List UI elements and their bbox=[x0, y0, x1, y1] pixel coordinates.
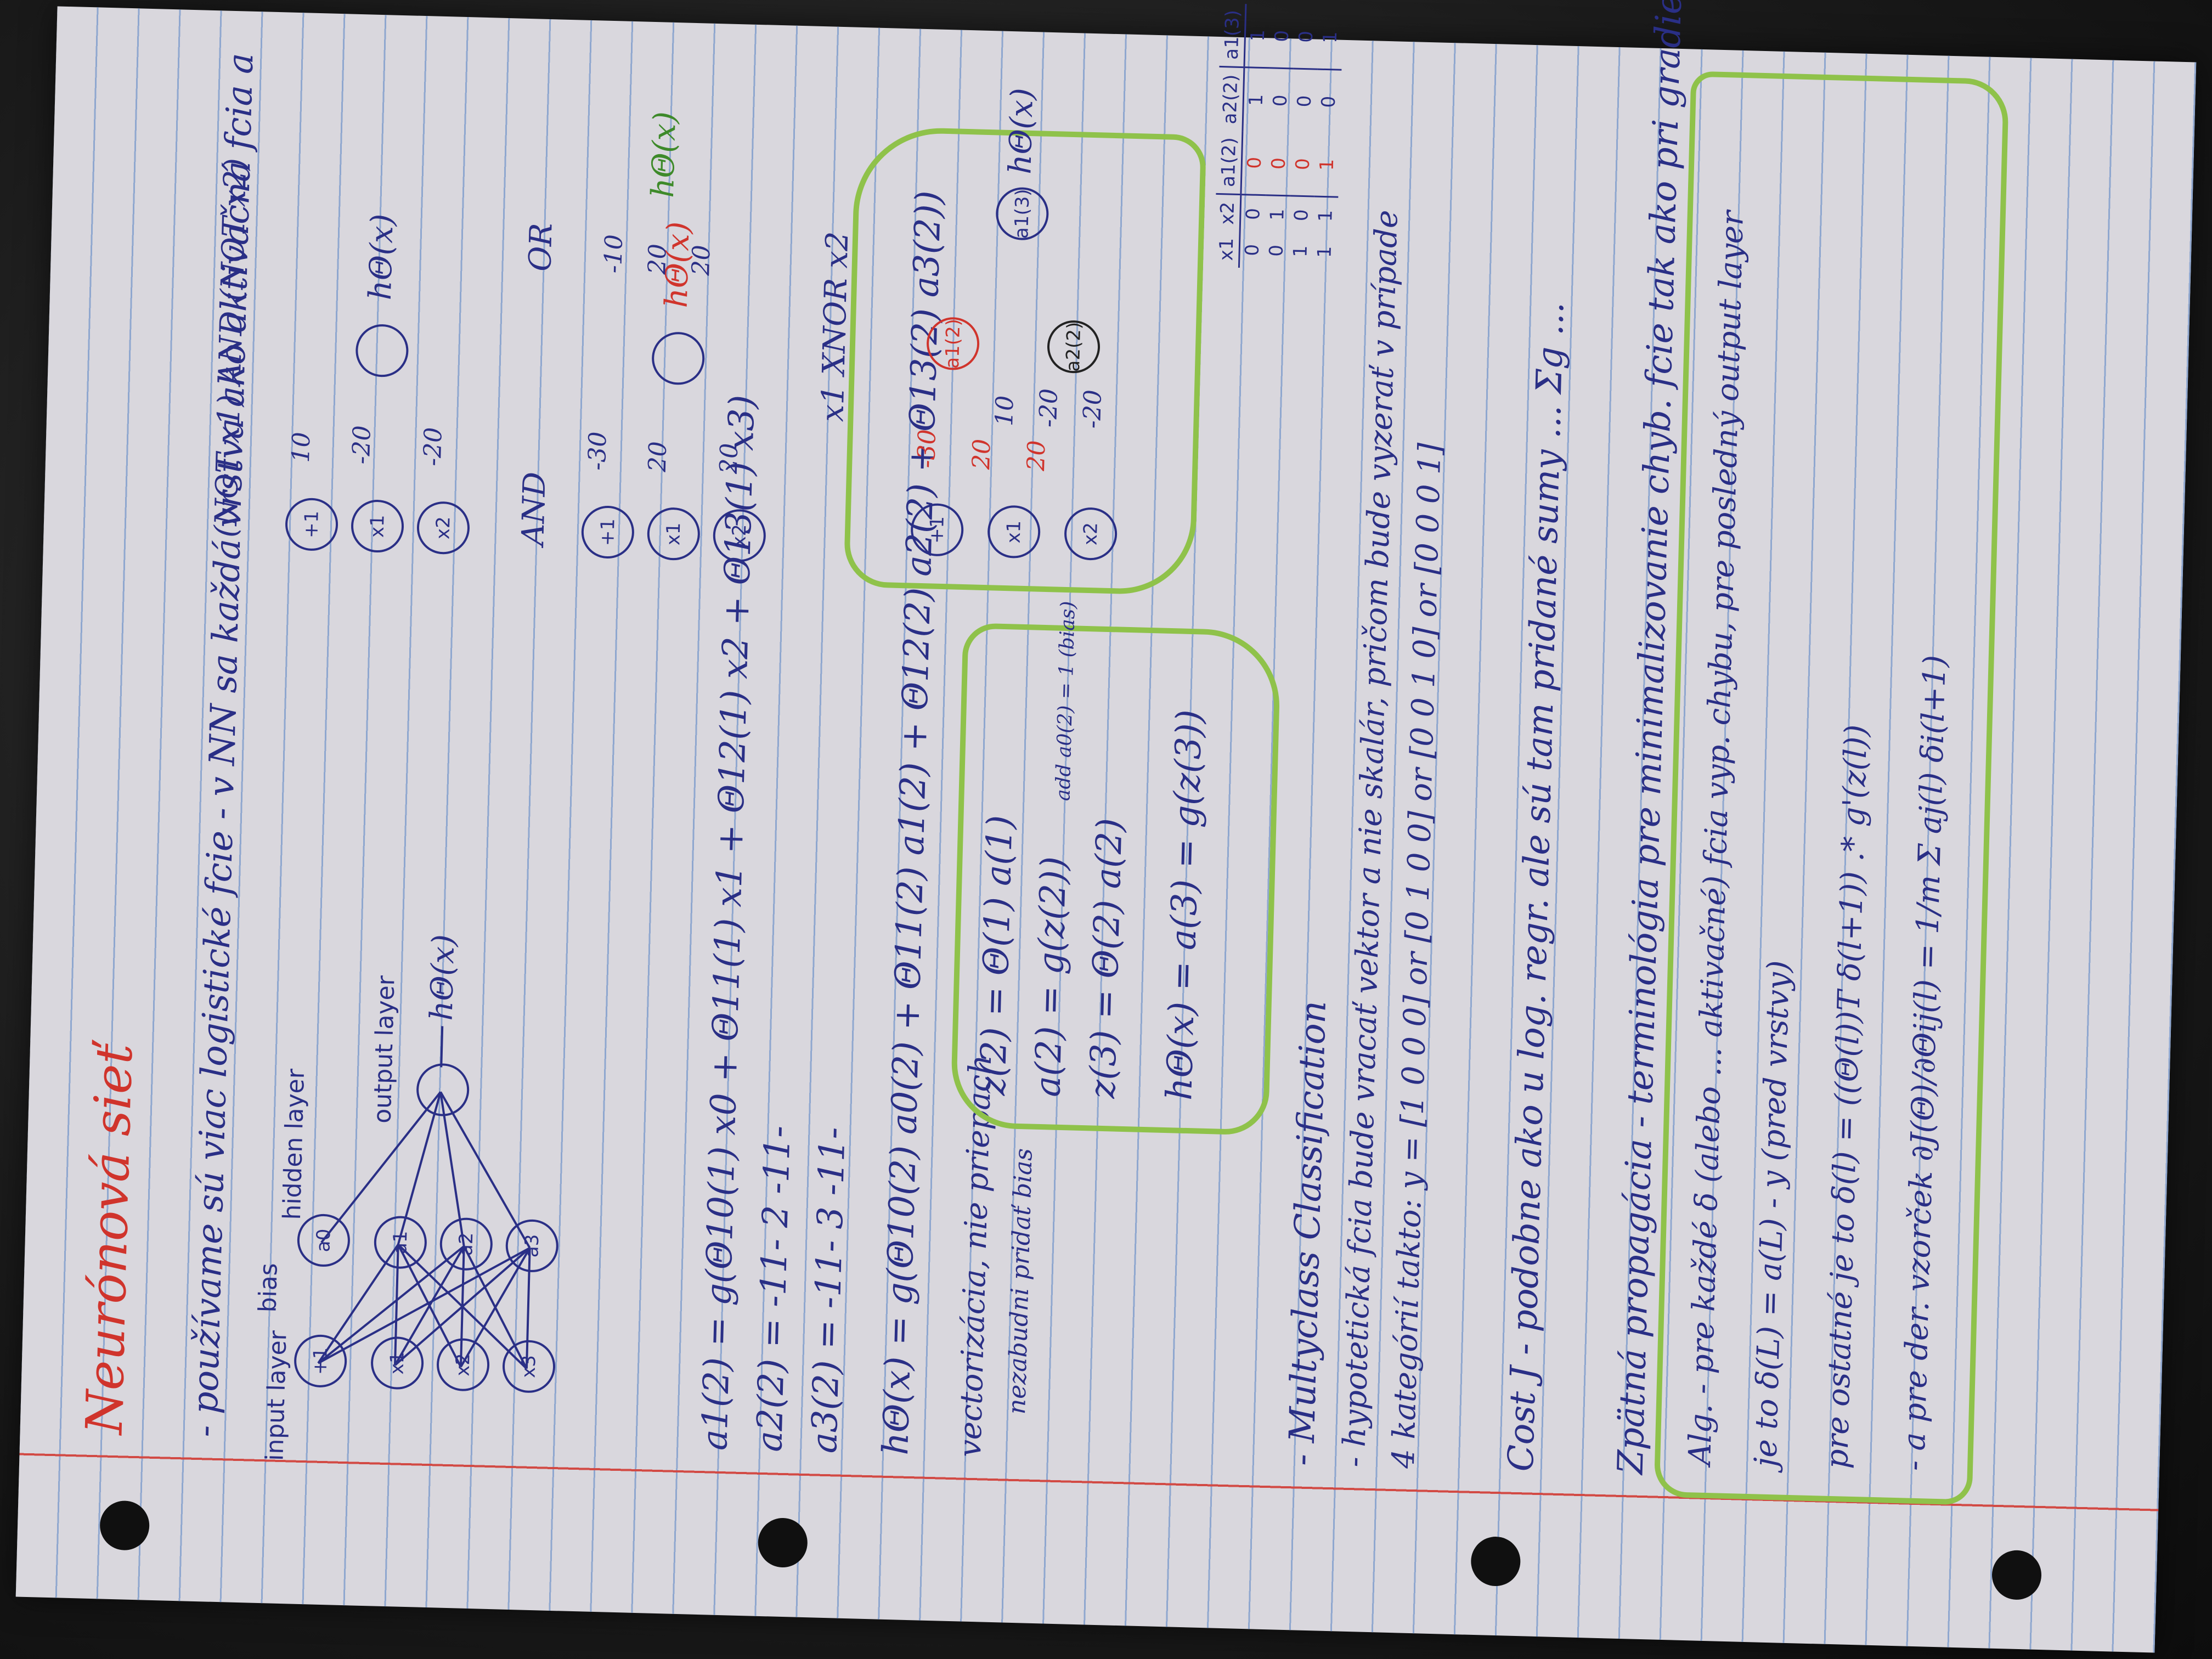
truth-header-a2: a2(2) bbox=[1217, 66, 1244, 131]
truth-cell: 1 bbox=[1266, 208, 1289, 221]
punch-hole bbox=[1991, 1549, 2042, 1601]
nor-output: hΘ(x) bbox=[362, 213, 400, 301]
truth-header-a3: a1(3) bbox=[1219, 3, 1246, 67]
output-layer-label: output layer bbox=[368, 975, 400, 1124]
cost-line: Cost J - podobne ako u log. regr. ale sú… bbox=[1500, 301, 1572, 1472]
equation-a2: a2(2) = -11- 2 -11- bbox=[749, 1125, 799, 1453]
vec-a2: a(2) = g(z(2)) bbox=[1028, 856, 1075, 1098]
truth-table: x1 x2 a1(2) a2(2) a1(3) 0 0 0 1 1 0 1 0 … bbox=[1214, 3, 1344, 270]
and-label: AND bbox=[515, 471, 553, 546]
or-weight-x2: 20 bbox=[687, 244, 716, 276]
truth-cell: 1 bbox=[1289, 245, 1312, 258]
truth-cell: 0 bbox=[1317, 95, 1340, 109]
truth-cell: 0 bbox=[1269, 4, 1295, 69]
and-input-x1: x1 bbox=[646, 506, 701, 561]
truth-cell: 0 bbox=[1266, 132, 1292, 196]
hidden-layer-label: hidden layer bbox=[278, 1068, 311, 1221]
xnor-weight-x2: -20 bbox=[1078, 389, 1107, 429]
truth-cell: 0 bbox=[1293, 95, 1316, 108]
truth-cell: 1 bbox=[1317, 5, 1344, 70]
input-layer-label: input layer bbox=[261, 1330, 292, 1462]
nor-input-x2: x2 bbox=[416, 500, 471, 555]
truth-cell: 0 bbox=[1241, 244, 1264, 257]
nor-weight-bias: 10 bbox=[287, 431, 316, 464]
vec-z2: z(2) = Θ(1) a(1) bbox=[973, 815, 1021, 1096]
output-hypothesis: hΘ(x) bbox=[424, 934, 462, 1022]
and-output-node bbox=[651, 331, 706, 386]
and-weight-x1: 20 bbox=[643, 441, 673, 473]
equation-a3: a3(2) = -11- 3 -11- bbox=[804, 1126, 854, 1454]
truth-cell: 1 bbox=[1244, 3, 1271, 68]
xnor-weight-bias: 10 bbox=[990, 395, 1019, 427]
and-weight-x2: 20 bbox=[714, 443, 744, 475]
xnor-output: hΘ(x) bbox=[1002, 87, 1041, 175]
xnor-label: x1 XNOR x2 bbox=[815, 231, 856, 422]
punch-hole bbox=[757, 1517, 808, 1568]
xnor-red-weight-x2: 20 bbox=[1022, 439, 1051, 472]
truth-cell: 1 bbox=[1245, 93, 1268, 106]
gates-section: (NOT x1) AND (NOT x2) +1 x1 x2 10 -20 -2… bbox=[207, 3, 1373, 600]
or-weight-bias: -10 bbox=[599, 234, 629, 274]
truth-header-x1: x1 bbox=[1214, 231, 1240, 268]
nor-weight-x2: -20 bbox=[418, 427, 448, 467]
and-weight-bias: -30 bbox=[583, 431, 612, 471]
nor-label: (NOT x1) AND (NOT x2) bbox=[208, 157, 254, 538]
or-label: OR bbox=[522, 222, 560, 272]
network-edges bbox=[317, 1026, 531, 1370]
bias-label: bias bbox=[253, 1262, 283, 1313]
bias-reminder: nezabudni pridať bias bbox=[1003, 1148, 1038, 1415]
nor-input-bias: +1 bbox=[284, 497, 339, 552]
and-input-bias: +1 bbox=[580, 505, 635, 560]
punch-hole bbox=[99, 1500, 150, 1551]
multiclass-line2: 4 kategórií takto: y = [1 0 0 0] or [0 1… bbox=[1385, 442, 1448, 1469]
nor-output-node bbox=[355, 323, 409, 378]
and-input-x2: x2 bbox=[712, 509, 767, 563]
or-output: hΘ(x) bbox=[645, 111, 683, 199]
nor-weight-x1: -20 bbox=[347, 425, 376, 465]
multiclass-heading: - Multyclass Classification bbox=[1281, 1000, 1334, 1466]
punch-hole bbox=[1470, 1536, 1521, 1587]
truth-cell: 0 bbox=[1269, 94, 1292, 107]
truth-cell: 0 bbox=[1242, 207, 1265, 221]
xnor-red-weight-bias: -30 bbox=[912, 428, 941, 469]
vec-z3: z(3) = Θ(2) a(2) bbox=[1082, 817, 1131, 1099]
truth-header-x2: x2 bbox=[1215, 194, 1241, 232]
truth-cell: 0 bbox=[1290, 132, 1316, 197]
or-weight-x1: 20 bbox=[643, 243, 672, 275]
xnor-weight-x1: -20 bbox=[1034, 388, 1063, 428]
page-title: Neurónová sieť bbox=[75, 1043, 144, 1435]
xnor-red-weight-x1: 20 bbox=[967, 438, 996, 470]
truth-cell: 1 bbox=[1314, 133, 1340, 198]
truth-cell: 0 bbox=[1265, 244, 1288, 257]
network-diagram: input layer bias hidden layer output lay… bbox=[250, 934, 647, 1462]
truth-cell: 1 bbox=[1313, 245, 1336, 258]
truth-cell: 0 bbox=[1290, 208, 1313, 222]
nor-input-x1: x1 bbox=[350, 499, 405, 554]
truth-header-a1: a1(2) bbox=[1216, 130, 1243, 195]
truth-cell: 1 bbox=[1314, 210, 1337, 222]
notebook-page: Neurónová sieť - používame sú viac logis… bbox=[15, 0, 2197, 1653]
truth-cell: 0 bbox=[1240, 131, 1268, 196]
truth-cell: 0 bbox=[1293, 5, 1319, 70]
